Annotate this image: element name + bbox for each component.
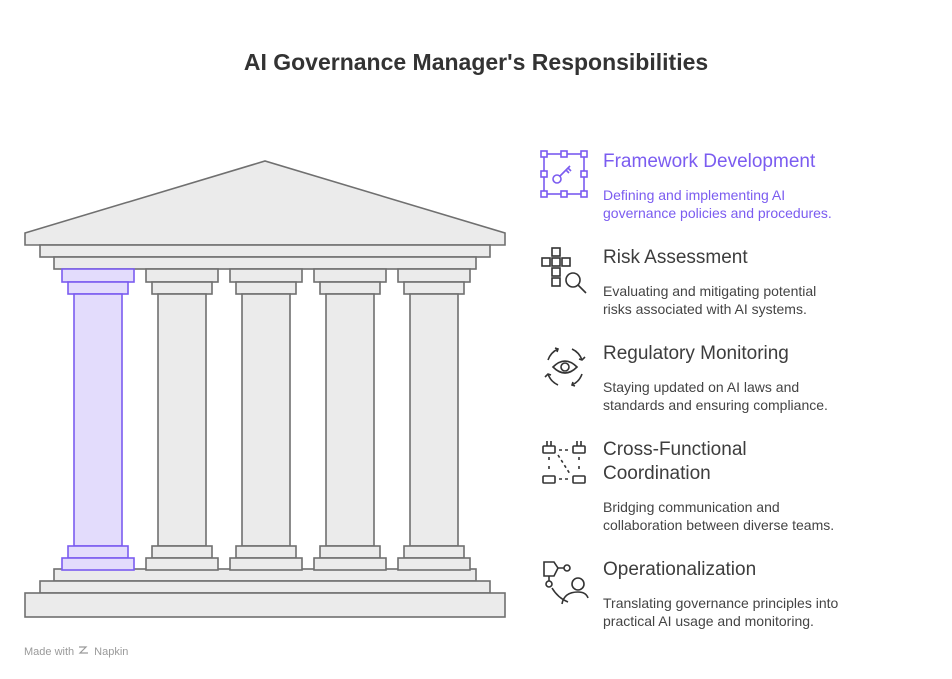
column-3	[229, 268, 303, 571]
item-heading: Operationalization	[603, 559, 757, 580]
item-heading: Risk Assessment	[603, 247, 748, 268]
robot-person-icon	[540, 558, 590, 608]
grid-search-icon	[540, 246, 590, 296]
footer-credit: Made with Napkin	[24, 645, 128, 658]
napkin-logo-icon	[78, 645, 90, 658]
item-description: Bridging communication and collaboration…	[603, 499, 835, 533]
page-title: AI Governance Manager's Responsibilities	[243, 49, 709, 75]
entablature-lower	[53, 256, 477, 270]
item-heading: Regulatory Monitoring	[603, 343, 789, 364]
entablature-upper	[39, 244, 491, 258]
item-description: Defining and implementing AI governance …	[603, 187, 832, 221]
column-5	[397, 268, 471, 571]
network-nodes-icon	[540, 438, 590, 488]
item-heading: Cross-Functional Coordination	[603, 439, 747, 484]
key-frame-icon	[540, 150, 590, 200]
made-with-label: Made with	[24, 645, 75, 658]
column-2	[145, 268, 219, 571]
brand-label: Napkin	[94, 645, 129, 658]
temple-diagram	[24, 160, 506, 618]
item-description: Evaluating and mitigating potential risk…	[603, 283, 817, 317]
temple-roof	[24, 160, 506, 246]
eye-cycle-icon	[540, 342, 590, 392]
base-step-middle	[39, 580, 491, 594]
item-description: Translating governance principles into p…	[603, 595, 839, 629]
item-description: Staying updated on AI laws and standards…	[603, 379, 828, 413]
column-1	[61, 268, 135, 571]
column-4	[313, 268, 387, 571]
base-step-bottom	[24, 592, 506, 618]
item-heading: Framework Development	[603, 151, 816, 172]
